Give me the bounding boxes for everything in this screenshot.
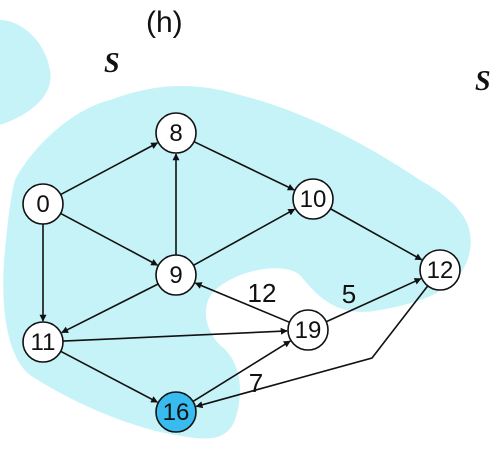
- region-main-blob: [3, 85, 471, 439]
- node-circle: [155, 112, 197, 154]
- node-label: 12: [427, 257, 454, 284]
- panel-label: (h): [146, 6, 183, 39]
- edge-weight-label: 12: [248, 278, 277, 308]
- set-label-right: S: [475, 66, 491, 97]
- node-circle: [155, 254, 197, 296]
- edge-11-to-16: [60, 350, 159, 403]
- graph-node-19: 19: [287, 309, 329, 351]
- node-label: 11: [31, 329, 56, 356]
- edge-11-to-19: [62, 327, 288, 342]
- node-label: 16: [163, 399, 190, 426]
- right-edge-region-dot: [488, 2, 496, 18]
- graph-node-16: 16: [155, 391, 197, 433]
- graph-node-8: 8: [155, 112, 197, 154]
- region-left-blob: [0, 20, 51, 125]
- node-label: 10: [300, 186, 327, 213]
- edge-8-to-10: [193, 140, 295, 191]
- set-label: S: [104, 48, 120, 79]
- node-circle: [22, 183, 64, 225]
- edge-10-to-12: [330, 208, 423, 261]
- node-circle: [292, 178, 334, 220]
- edge-weight-label: 7: [249, 368, 263, 398]
- node-circle: [155, 391, 197, 433]
- node-circle: [287, 309, 329, 351]
- node-label: 0: [36, 191, 49, 218]
- graph-node-9: 9: [155, 254, 197, 296]
- edge-0-to-8: [60, 142, 159, 196]
- graph-node-12: 12: [419, 249, 461, 291]
- node-label: 9: [169, 262, 182, 289]
- graph-node-0: 0: [22, 183, 64, 225]
- node-label: 19: [295, 317, 322, 344]
- node-circle: [22, 321, 64, 363]
- edge-9-to-10: [193, 208, 296, 266]
- edges-layer: 12 5 7: [39, 140, 429, 409]
- edge-19-to-12: [325, 277, 422, 323]
- edge-19-to-9: [194, 282, 290, 324]
- graph-node-11: 11: [22, 321, 64, 363]
- node-circle: [419, 249, 461, 291]
- edge-9-to-11: [61, 283, 159, 334]
- edge-0-to-9: [60, 212, 159, 266]
- graph-node-10: 10: [292, 178, 334, 220]
- edge-16-to-19: [192, 340, 291, 403]
- edge-12-to-16: [195, 285, 429, 409]
- node-label: 8: [169, 120, 182, 147]
- edge-weight-label: 5: [342, 279, 356, 309]
- nodes-layer: 8 0 10 9 12 11 19 16: [22, 112, 461, 433]
